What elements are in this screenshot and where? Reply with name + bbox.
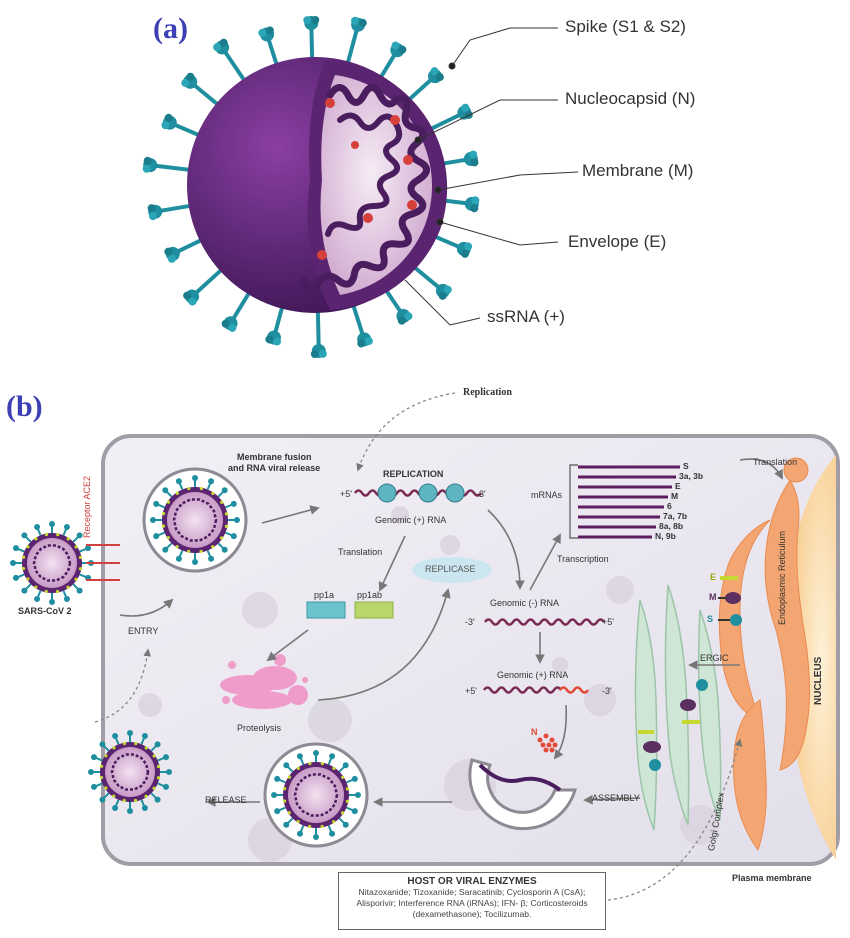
label-entry: ENTRY: [128, 626, 159, 636]
spike-tip: [463, 195, 480, 213]
label-sars: SARS-CoV 2: [18, 606, 72, 616]
endoplasmic-reticulum: [718, 457, 811, 852]
spike-tip: [211, 37, 233, 58]
label-mrnas: mRNAs: [531, 490, 562, 500]
spike-tip: [386, 40, 408, 61]
golgi-complex: [634, 584, 722, 831]
label-plus5b: +5': [465, 686, 477, 696]
nucleus: [788, 455, 836, 860]
host-enzymes-box: HOST OR VIRAL ENZYMES Nitazoxanide; Tizo…: [338, 872, 606, 930]
spike-tip: [310, 343, 327, 359]
label-3prime: -3': [476, 489, 486, 499]
label-pp1a: pp1a: [314, 590, 335, 600]
spike-tip: [257, 25, 277, 44]
label-genomic-plus: Genomic (+) RNA: [375, 515, 447, 525]
leader-lines-a: [404, 27, 579, 326]
virion: [142, 467, 248, 573]
spike-tip: [163, 243, 183, 265]
label-nucleocapsid: Nucleocapsid (N): [565, 89, 696, 108]
spike-tip: [454, 102, 475, 123]
panel-b-tag: (b): [6, 390, 43, 423]
label-m: M: [709, 592, 717, 602]
replication-beads: [377, 483, 465, 503]
label-ssrna: ssRNA (+): [487, 307, 565, 326]
label-genomic-plus-2: Genomic (+) RNA: [497, 670, 569, 680]
spike-tip: [264, 328, 284, 347]
spike-tip: [392, 305, 414, 327]
label-s: S: [707, 614, 714, 624]
replicase-ellipse: [412, 557, 492, 583]
spike-tip: [160, 112, 180, 133]
host-enzymes-line-3: (dexamethasone); Tocilizumab.: [412, 909, 532, 919]
mrna-gene-label: E: [675, 481, 681, 491]
mrna-gene-label: S: [683, 461, 689, 471]
label-genomic-minus: Genomic (-) RNA: [490, 598, 560, 608]
spike-tip: [348, 15, 368, 34]
label-minus3: -3': [465, 617, 475, 627]
panel-a-tag: (a): [153, 12, 188, 45]
flow-arrows: [119, 458, 783, 807]
virion: [263, 742, 369, 848]
label-assembly: ASSEMBLY: [592, 793, 640, 803]
mrna-gene-label: 3a, 3b: [679, 471, 704, 481]
label-minus3b: -3': [602, 686, 612, 696]
virion: [10, 521, 94, 605]
ace2-receptors: [86, 544, 120, 581]
rna-coil: [300, 84, 430, 293]
label-ergic: ERGIC: [700, 653, 729, 663]
host-enzymes-line-1: Nitazoxanide; Tizoxanide; Saracatinib; C…: [358, 887, 586, 897]
label-membrane: Membrane (M): [582, 161, 694, 180]
label-receptor: Receptor ACE2: [82, 475, 92, 538]
spike-tip: [454, 238, 474, 260]
mrna-gene-label: M: [671, 491, 679, 501]
pp1a-box: [306, 601, 346, 619]
mrna-gene-label: 6: [667, 501, 672, 511]
virion: [88, 730, 172, 814]
label-envelope: Envelope (E): [568, 232, 667, 251]
mrna-bracket: [569, 464, 578, 539]
label-fusion-2: and RNA viral release: [228, 463, 321, 473]
pp1ab-box: [354, 601, 394, 619]
spike-tip: [220, 313, 242, 334]
virus-illustration: [142, 15, 480, 359]
label-n: N: [531, 727, 538, 737]
label-pp1ab: pp1ab: [357, 590, 383, 600]
label-fusion-1: Membrane fusion: [237, 452, 312, 462]
host-enzymes-title: HOST OR VIRAL ENZYMES: [407, 876, 537, 887]
label-spike: Spike (S1 & S2): [565, 17, 686, 36]
label-nucleus: NUCLEUS: [813, 656, 824, 705]
host-enzymes-line-2: Alisporivir; Interference RNA (iRNAs); I…: [356, 898, 588, 908]
dashed-arrows: [94, 392, 743, 901]
assembly-vesicle: [468, 758, 578, 831]
spike-tip: [303, 15, 320, 31]
mrna-gene-label: N, 9b: [655, 531, 676, 541]
virus-core: [320, 75, 433, 295]
mrna-gene-label: 8a, 8b: [659, 521, 684, 531]
virions: [10, 467, 369, 848]
label-translation: Translation: [338, 547, 383, 557]
structural-protein-markers: [638, 576, 742, 771]
label-replication: REPLICATION: [383, 469, 444, 479]
label-replication-top: Replication: [463, 387, 512, 398]
label-release: RELEASE: [205, 795, 247, 805]
nucleocapsid-dots: [317, 98, 417, 260]
mrna-gene-label: 7a, 7b: [663, 511, 688, 521]
label-transcription: Transcription: [557, 554, 609, 564]
label-plus5: +5': [602, 617, 614, 627]
spike-tip: [146, 202, 164, 221]
label-5prime: +5': [340, 489, 352, 499]
label-proteolysis: Proteolysis: [237, 723, 282, 733]
spike-tip: [462, 149, 480, 168]
label-replicase: REPLICASE: [425, 564, 476, 574]
n-protein-dots: [537, 733, 558, 753]
label-plasma-membrane: Plasma membrane: [732, 873, 812, 883]
spike-tip: [142, 156, 159, 174]
mrna-bars: [578, 465, 680, 539]
spike-tip: [354, 330, 374, 349]
label-e: E: [710, 572, 717, 582]
label-er: Endoplasmic Reticulum: [777, 530, 787, 625]
label-translation-er: Translation: [753, 457, 798, 467]
